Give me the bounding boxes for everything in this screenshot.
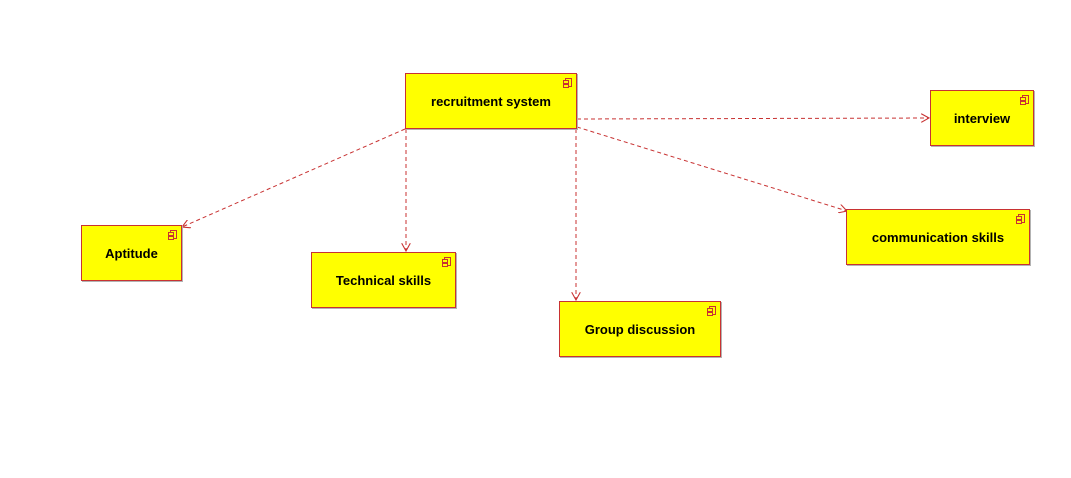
component-aptitude[interactable]: Aptitude <box>81 225 182 281</box>
component-label: Group discussion <box>584 321 696 337</box>
component-recruitment-system[interactable]: recruitment system <box>405 73 577 129</box>
component-label: communication skills <box>871 229 1005 245</box>
dependency-arrow-communication-skills[interactable] <box>576 126 847 211</box>
component-label: Aptitude <box>105 245 158 261</box>
component-label: Technical skills <box>335 272 432 288</box>
component-technical-skills[interactable]: Technical skills <box>311 252 456 308</box>
component-icon <box>563 78 572 88</box>
component-group-discussion[interactable]: Group discussion <box>559 301 721 357</box>
component-label: recruitment system <box>431 93 551 109</box>
component-icon <box>1016 214 1025 224</box>
dependency-arrow-interview[interactable] <box>576 118 929 119</box>
component-label: interview <box>953 110 1011 126</box>
component-icon <box>168 230 177 240</box>
component-interview[interactable]: interview <box>930 90 1034 146</box>
component-communication-skills[interactable]: communication skills <box>846 209 1030 265</box>
component-icon <box>1020 95 1029 105</box>
component-icon <box>707 306 716 316</box>
component-icon <box>442 257 451 267</box>
dependency-arrow-aptitude[interactable] <box>182 128 406 227</box>
